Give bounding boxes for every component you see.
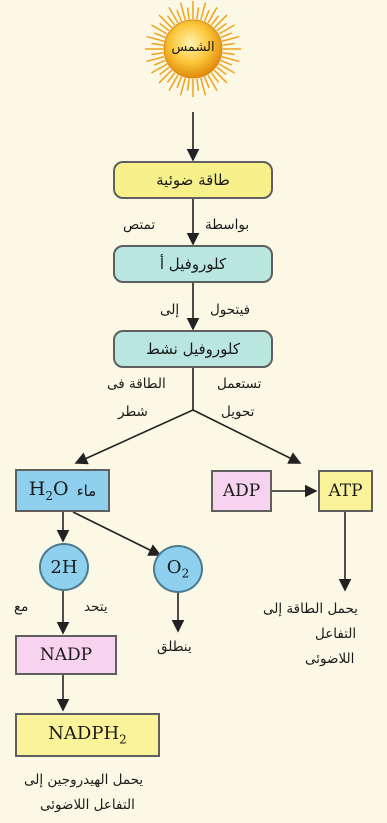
- label-released: ينطلق: [157, 639, 192, 655]
- nadph2-box: NADPH2: [15, 713, 160, 757]
- sun-ray: [200, 77, 207, 96]
- sun-ray: [159, 66, 170, 76]
- oxygen-label: O2: [166, 557, 190, 581]
- label-becomes: فيتحول: [210, 302, 251, 318]
- sun-label: الشمس: [171, 40, 215, 55]
- water-formula: H2O: [28, 478, 69, 503]
- sun-ray: [203, 76, 210, 89]
- sun-ray: [159, 22, 170, 32]
- sun-ray: [196, 7, 200, 20]
- label-absorbed: تمتص: [123, 217, 156, 233]
- label-atp-carry-1: يحمل الطاقة إلى: [263, 601, 358, 617]
- hydrogen-label: 2H: [50, 556, 78, 578]
- sun-ray: [151, 42, 164, 46]
- sun-ray: [168, 74, 179, 91]
- sun-ray: [200, 2, 207, 21]
- sun-ray: [210, 15, 220, 26]
- sun-icon: [145, 1, 241, 97]
- sun-ray: [220, 59, 233, 66]
- label-split: شطر: [118, 404, 148, 420]
- nadp-box: NADP: [15, 635, 117, 675]
- nadp-label: NADP: [39, 645, 93, 665]
- chlorophyll-a-label: كلوروفيل أ: [159, 255, 227, 273]
- sun-ray: [153, 59, 166, 66]
- sun-ray: [179, 77, 186, 96]
- water-box: H2O ماء: [15, 469, 110, 512]
- sun-ray: [146, 35, 165, 42]
- sun-ray: [158, 69, 173, 84]
- sun-ray: [166, 15, 176, 26]
- sun-ray: [218, 24, 235, 35]
- sun-ray: [207, 74, 218, 91]
- sun-ray: [166, 72, 176, 83]
- sun-ray: [220, 32, 233, 39]
- arrow-to-atp-side: [192, 409, 302, 464]
- label-h-carry-2: التفاعل اللاضوئى: [40, 797, 135, 813]
- sun-ray: [151, 52, 164, 56]
- label-conversion: تحويل: [221, 404, 255, 420]
- sun-ray: [222, 52, 235, 56]
- atp-box: ATP: [318, 470, 373, 512]
- sun-ray: [168, 7, 179, 24]
- sun-ray: [151, 63, 168, 74]
- label-with: مع: [14, 599, 29, 615]
- label-to: إلى: [160, 302, 180, 318]
- sun-ray: [221, 35, 240, 42]
- sun-ray: [213, 14, 228, 29]
- label-atp-carry-2: التفاعل: [315, 626, 357, 642]
- sun-ray: [203, 9, 210, 22]
- sun-ray: [179, 2, 186, 21]
- water-label: ماء: [76, 481, 97, 500]
- sun-ray: [216, 22, 227, 32]
- sun-ray: [158, 14, 173, 29]
- sun-ray: [186, 78, 190, 91]
- sun-ray: [207, 7, 218, 24]
- atp-label: ATP: [328, 481, 363, 501]
- sun-ray: [210, 72, 220, 83]
- sun-ray: [151, 24, 168, 35]
- active-chlorophyll-box: كلوروفيل نشط: [113, 330, 273, 368]
- label-uses: تستعمل: [217, 376, 262, 392]
- label-atp-carry-3: اللاضوئى: [305, 651, 355, 667]
- chlorophyll-a-box: كلوروفيل أ: [113, 245, 273, 283]
- sun-ray: [146, 56, 165, 63]
- adp-box: ADP: [211, 470, 272, 512]
- sun-ray: [176, 76, 183, 89]
- sun-ray: [216, 66, 227, 76]
- adp-label: ADP: [222, 481, 261, 501]
- active-chlorophyll-label: كلوروفيل نشط: [146, 340, 240, 358]
- label-by: بواسطة: [205, 217, 250, 233]
- sun-ray: [186, 7, 190, 20]
- sun-ray: [222, 42, 235, 46]
- label-energy-in: الطاقة فى: [107, 376, 166, 392]
- arrow-to-water: [74, 409, 194, 465]
- sun-ray: [218, 63, 235, 74]
- sun-ray: [221, 56, 240, 63]
- oxygen-circle: O2: [153, 545, 203, 593]
- hydrogen-circle: 2H: [39, 543, 89, 591]
- label-combines: يتحد: [84, 599, 108, 615]
- nadph2-label: NADPH2: [48, 723, 127, 747]
- sun-ray: [213, 69, 228, 84]
- light-energy-box: طاقة ضوئية: [113, 161, 273, 199]
- sun-ray: [176, 9, 183, 22]
- sun-ray: [196, 78, 200, 91]
- arrow-water-to-o2: [72, 511, 162, 556]
- light-energy-label: طاقة ضوئية: [156, 171, 230, 189]
- sun-ray: [153, 32, 166, 39]
- label-h-carry-1: يحمل الهيدروجين إلى: [24, 772, 144, 788]
